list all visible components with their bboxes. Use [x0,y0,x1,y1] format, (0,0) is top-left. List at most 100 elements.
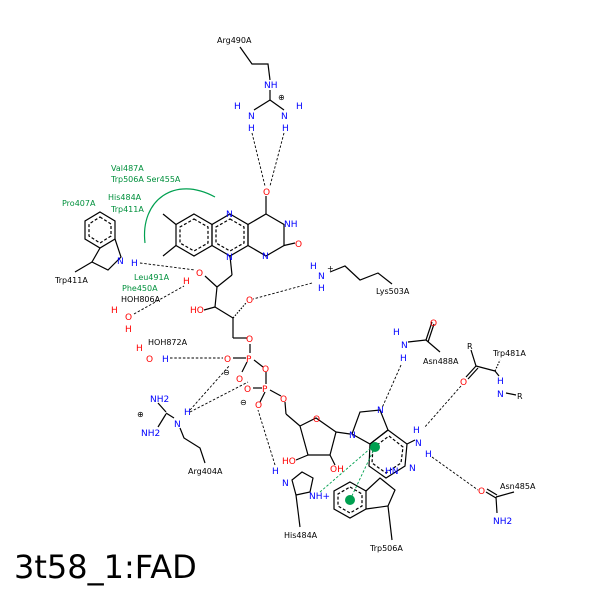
atom-arg404-nh2a: NH2 [150,395,169,405]
asn488-residue [407,321,441,353]
hbond-trp481 [423,385,462,429]
atom-o2pa: O [236,375,243,385]
hbond-arg404-1 [189,364,231,411]
residue-label-asn485: Asn485A [500,482,536,491]
atom-o5prime: O [246,335,253,345]
hbond-arg404-2 [189,381,249,413]
charge-plus-arg404: ⊕ [137,410,144,419]
atom-lys-n: N [318,272,325,282]
hydrophobic-label-his484: His484A [108,193,142,202]
atom-pa: P [246,355,252,365]
hydrophobic-label-val487: Val487A [111,164,144,173]
atom-ho3prime: HO [190,306,204,316]
hydrophobic-label-trp411: Trp411A [110,205,144,214]
residue-label-trp481: Trp481A [492,349,526,358]
atom-trp481-r1: R [467,342,473,351]
atom-ribose-oh: OH [330,465,344,475]
hbond-his484 [257,409,276,466]
atom-his484-nhplus: NH+ [309,492,330,502]
arg404-residue [157,402,206,464]
atom-arg490-h2: H [248,124,255,134]
atom-n7: N [377,406,384,416]
atom-arg490-n2: N [281,112,288,122]
atom-lys-h1: H [310,262,317,272]
atom-trp481-o: O [460,378,467,388]
atom-arg490-h4: H [282,124,289,134]
atom-o2pb: O [255,401,262,411]
atom-hoh872-h2: H [162,355,169,365]
residue-label-trp411: Trp411A [54,276,88,285]
atom-h6b: H [425,450,432,460]
arg490-residue [239,46,285,111]
atom-hoh872-o: O [146,355,153,365]
hydrophobic-label-phe450: Phe450A [122,284,158,293]
atom-arg490-h1: H [234,102,241,112]
residue-label-lys503: Lys503A [376,287,410,296]
atom-o1pb: O [244,385,251,395]
trp506-residue [333,477,396,541]
atom-hoh872-h1: H [136,344,143,354]
residue-label-his484: His484A [284,531,318,540]
trp481-residue [465,349,517,396]
atom-hoh806-o: O [125,313,132,323]
atom-asn488-n: N [401,341,408,351]
atom-trp411-n: N [117,257,124,267]
atom-hoh806-h1: H [111,306,118,316]
charge-minus-b: ⊖ [240,398,247,407]
atom-trp481-h: H [497,377,504,387]
atom-asn488-h2: H [400,354,407,364]
atom-asn488-o: O [430,319,437,329]
atom-ribose-o: O [313,415,320,425]
atom-o2: O [295,240,302,250]
asn485-residue [485,488,515,514]
residue-label-arg490: Arg490A [217,36,252,45]
atom-o4: O [263,188,270,198]
atom-asn488-h1: H [393,328,400,338]
atom-hoh806-h2: H [125,325,132,335]
hbond-arg490-2 [269,132,285,187]
atom-trp506-hn: HN [385,467,399,477]
hydrophobic-contact-arc [143,188,216,244]
hbond-hoh806 [133,285,185,315]
atom-n5: N [226,210,233,220]
atom-n10: N [226,253,233,263]
adenine-ring [351,409,416,479]
isoalloxazine-ring [162,196,296,353]
atom-lys-h2: H [318,284,325,294]
hbond-asn485 [431,456,479,491]
atom-n6: N [415,439,422,449]
pi-stacking-trp506 [349,446,376,501]
cation-pi-his484 [319,446,373,493]
atom-arg404-n: N [174,420,181,430]
atom-o5ribose: O [280,395,287,405]
ligand-title: 3t58_1:FAD [14,548,197,586]
his484-residue [291,471,314,528]
atom-arg490-n1: N [248,112,255,122]
atom-arg490-h3: H [296,102,303,112]
charge-plus-arg490: ⊕ [278,93,285,102]
atom-his484-h: H [272,467,279,477]
atom-asn485-o: O [478,487,485,497]
charge-minus-a: ⊖ [223,368,230,377]
atom-his484-n: N [282,479,289,489]
residue-label-hoh872: HOH872A [148,338,188,347]
residue-label-hoh806: HOH806A [121,295,161,304]
charge-plus-lys: + [327,264,334,273]
atom-arg404-h: H [184,408,191,418]
atom-arg490-nh: NH [264,81,278,91]
atom-trp481-n: N [497,390,504,400]
hydrophobic-label-trp506-ser455: Trp506A Ser455A [110,175,181,184]
atom-o2prime: O [196,269,203,279]
atom-o3p: O [262,365,269,375]
diphosphate [233,357,301,427]
lys503-residue [329,265,393,285]
hydrophobic-label-leu491: Leu491A [134,273,170,282]
atom-pb: P [262,385,268,395]
hbond-lys503 [252,282,313,300]
atom-h6a: H [413,426,420,436]
hbond-asn488 [381,364,402,409]
atom-o1pa: O [224,355,231,365]
atom-asn485-nh2: NH2 [493,517,512,527]
atom-ribose-ho: HO [282,457,296,467]
atom-n9: N [349,431,356,441]
